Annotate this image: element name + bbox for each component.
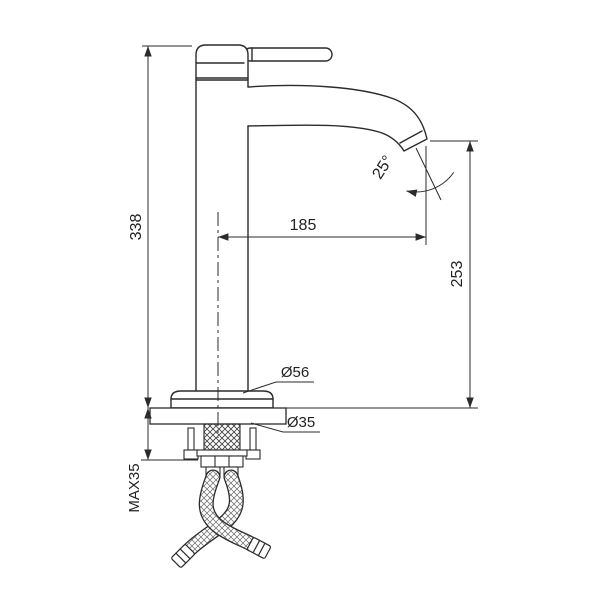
angle-arc [406, 172, 455, 197]
hose-fitting-left [171, 544, 195, 568]
dim-hole-diameter-label: Ø35 [287, 414, 315, 431]
threaded-shank [203, 423, 241, 451]
hose-fitting-right [246, 537, 272, 559]
dimension-labels: 338 185 253 25° Ø56 Ø35 MAX35 [126, 153, 466, 513]
mounting-nut [200, 455, 244, 468]
dim-total-height-label: 338 [128, 214, 145, 241]
faucet-lever-handle [243, 47, 333, 62]
mounting-stud-left [183, 427, 199, 460]
leader-base-diameter [242, 381, 314, 394]
mounting-hardware [183, 423, 261, 478]
leader-hole-diameter [250, 422, 320, 433]
dimension-lines [141, 45, 478, 461]
faucet [170, 44, 428, 409]
spout-aerator-line [399, 130, 423, 144]
washer [196, 449, 248, 457]
dim-max-thickness-label: MAX35 [126, 463, 143, 512]
supply-hoses [171, 477, 272, 568]
flow-direction-line [415, 147, 442, 201]
faucet-body-column [195, 79, 249, 392]
dim-outlet-height-label: 253 [449, 261, 466, 288]
dim-spout-reach-label: 185 [290, 217, 317, 234]
dim-base-diameter-label: Ø56 [281, 364, 309, 381]
mounting-stud-right [245, 427, 261, 460]
dim-angle-label: 25° [370, 153, 397, 183]
faucet-spout [247, 84, 428, 152]
